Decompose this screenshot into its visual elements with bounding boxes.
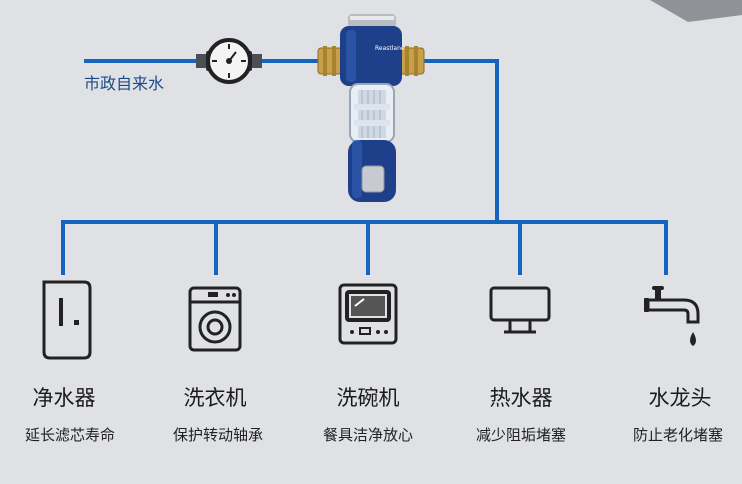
device-name-faucet: 水龙头: [648, 386, 712, 410]
supply-label: 市政自来水: [84, 74, 165, 93]
water-meter-icon: [196, 38, 262, 84]
device-name-washing-machine: 洗衣机: [183, 386, 247, 410]
faucet-icon: [644, 286, 700, 346]
device-desc-water-purifier: 延长滤芯寿命: [24, 426, 116, 444]
pre-filter-icon: Reastlane: [317, 14, 425, 202]
device-desc-washing-machine: 保护转动轴承: [172, 426, 264, 444]
water-heater-icon: [489, 286, 551, 334]
washing-machine-icon: [188, 286, 242, 352]
corner-decoration: [650, 0, 742, 22]
water-purifier-icon: [42, 280, 92, 360]
dishwasher-icon: [338, 283, 398, 345]
device-name-water-heater: 热水器: [489, 386, 553, 410]
device-name-water-purifier: 净水器: [32, 386, 96, 410]
filter-brand-label: Reastlane: [375, 45, 405, 52]
device-name-dishwasher: 洗碗机: [336, 386, 400, 410]
device-desc-faucet: 防止老化堵塞: [632, 426, 724, 444]
device-desc-water-heater: 减少阻垢堵塞: [475, 426, 567, 444]
device-desc-dishwasher: 餐具洁净放心: [322, 426, 414, 444]
